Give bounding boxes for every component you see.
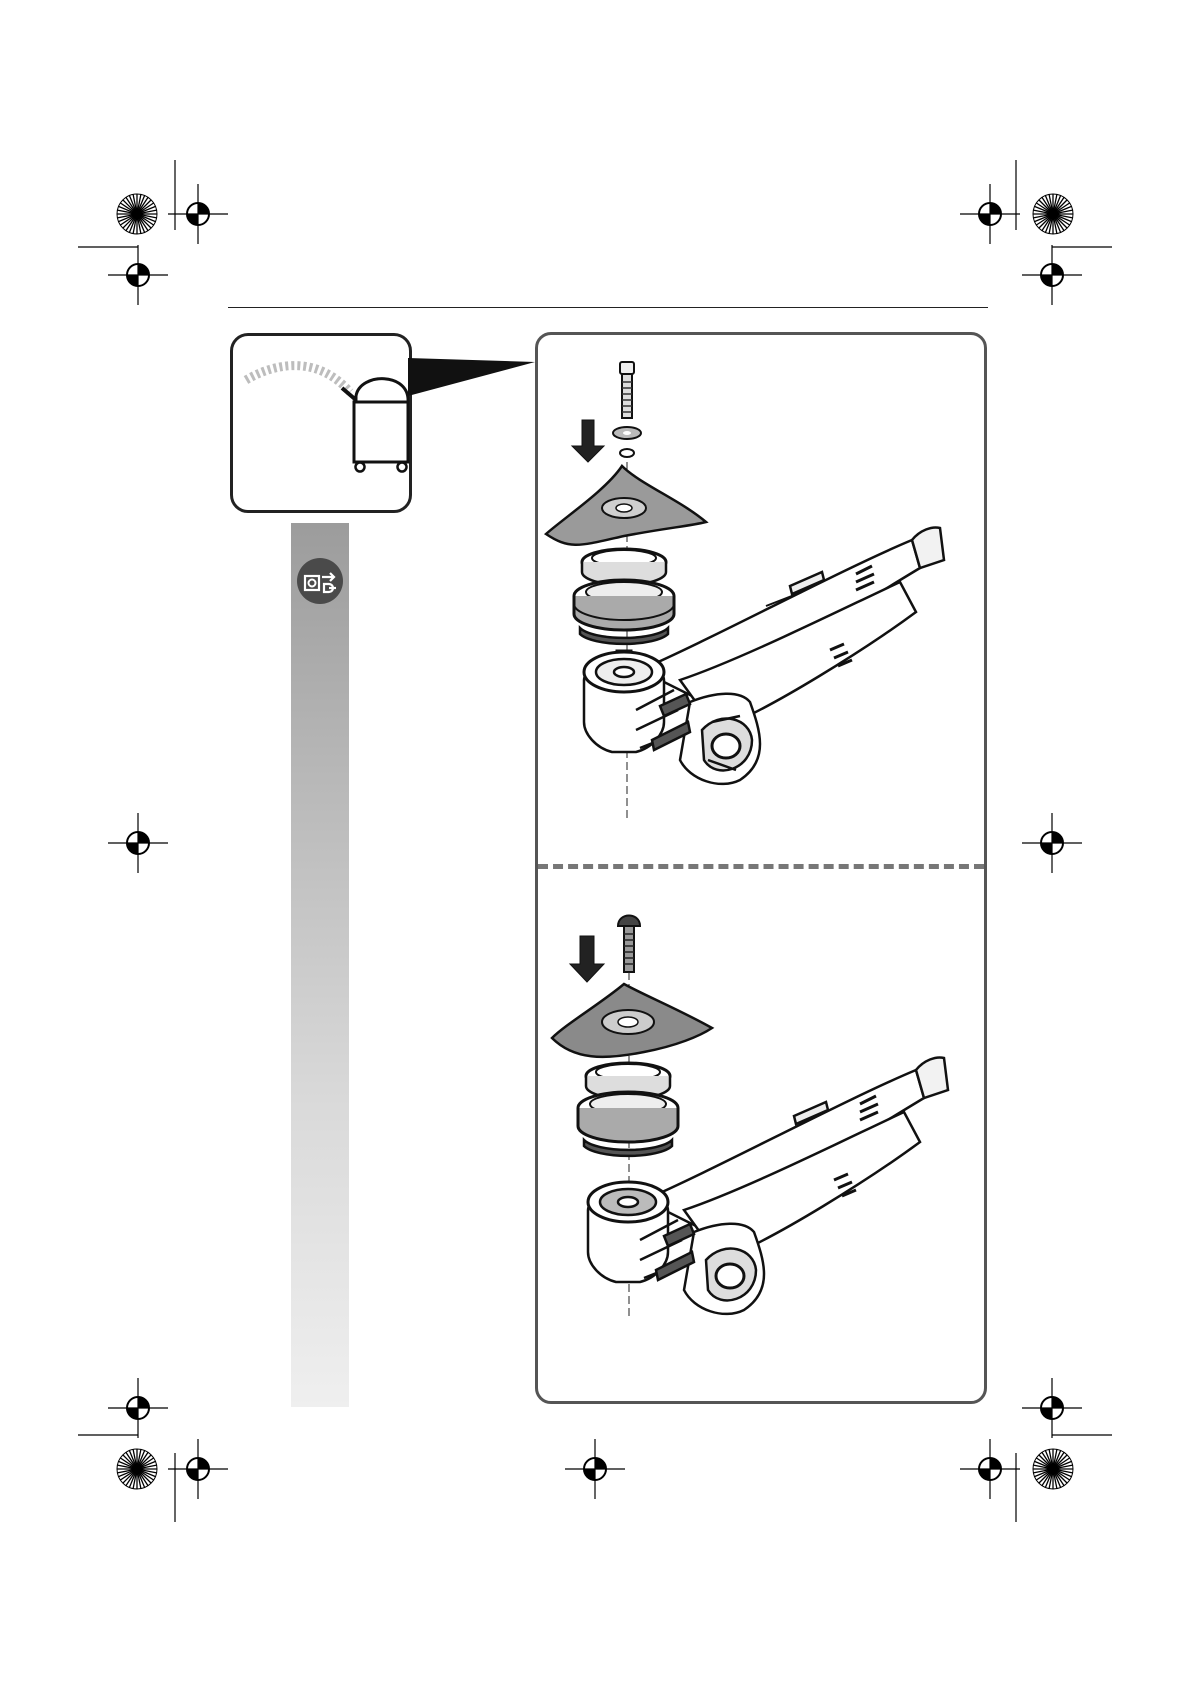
screw-icon xyxy=(620,362,634,418)
step-divider xyxy=(538,864,984,869)
unplug-icon xyxy=(296,557,344,605)
callout-pointer xyxy=(408,354,538,414)
press-arrow-icon xyxy=(572,420,604,462)
step-1-illustration xyxy=(540,350,984,855)
sanding-plate-icon xyxy=(546,466,706,545)
header-rule xyxy=(228,307,988,308)
adapter-ring-icon xyxy=(578,1063,678,1156)
torx-screw-icon xyxy=(618,916,640,973)
side-strip xyxy=(291,523,349,1407)
sanding-plate-icon xyxy=(552,984,712,1057)
step-2-illustration xyxy=(540,900,984,1360)
vacuum-extractor-icon xyxy=(240,350,410,500)
adapter-ring-icon xyxy=(574,549,674,644)
